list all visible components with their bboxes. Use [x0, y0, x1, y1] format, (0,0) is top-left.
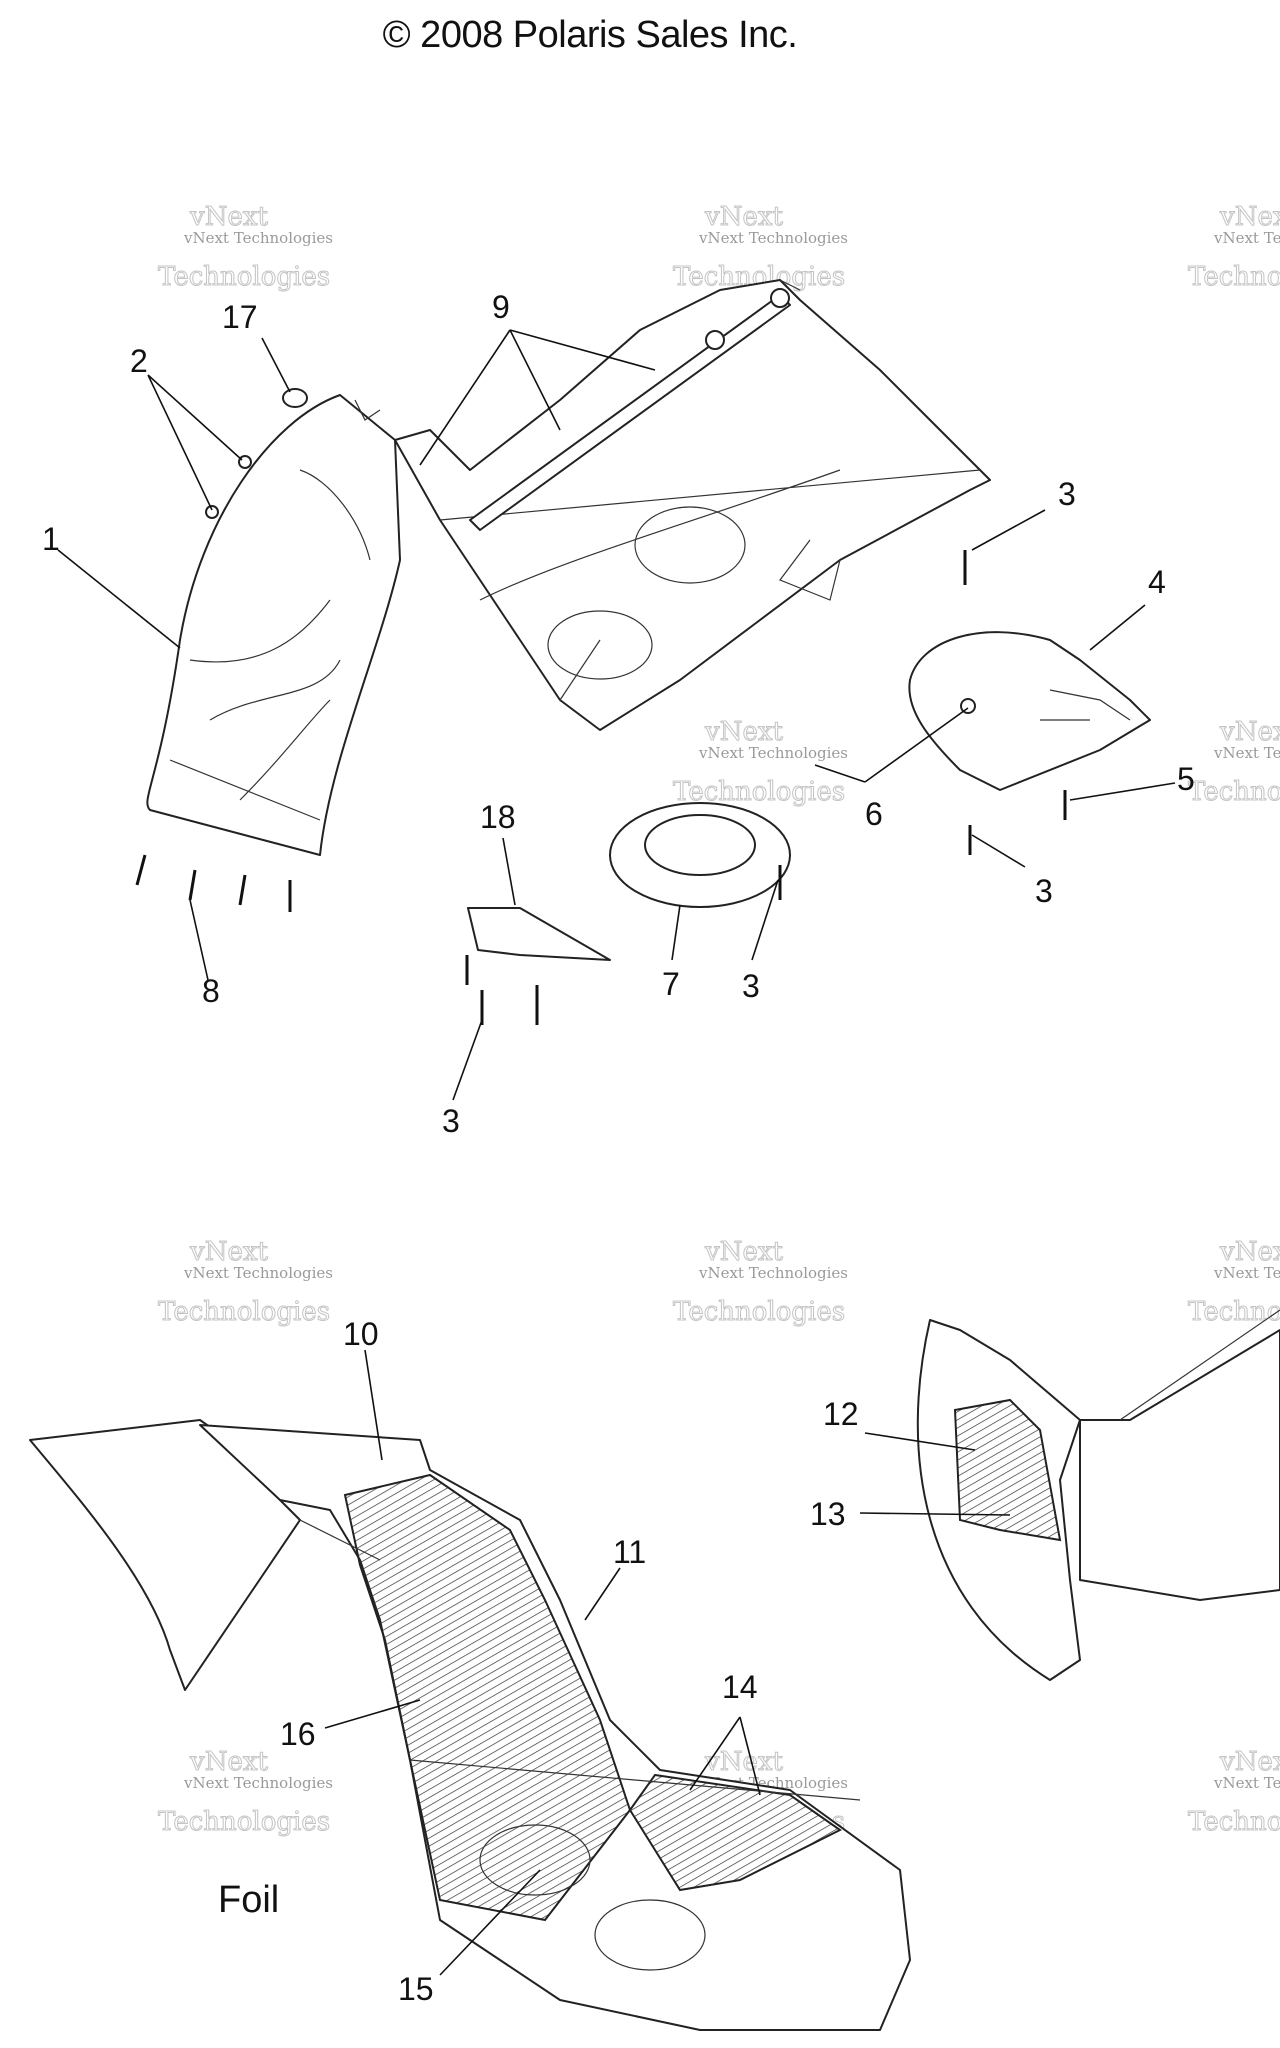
callout-16: 16 — [280, 1716, 316, 1752]
watermark-text: vNext Technologies — [183, 229, 333, 247]
callout-12: 12 — [823, 1396, 859, 1432]
callout-3: 3 — [742, 968, 760, 1004]
watermark-text: vNext Technologies — [698, 229, 848, 247]
watermark-text: vNext Technologies — [1213, 229, 1280, 247]
watermark-text: vNext — [189, 1747, 268, 1777]
callout-9: 9 — [492, 289, 510, 325]
watermark-text: Technologies — [158, 1807, 330, 1837]
foil-label: Foil — [218, 1879, 279, 1921]
watermark-text: Technologies — [1188, 1807, 1280, 1837]
callout-14: 14 — [722, 1669, 758, 1705]
watermark: vNext vNext Technologies Technologies — [1188, 1237, 1280, 1328]
foil-side-panel-right — [916, 1309, 1280, 1681]
watermark-text: vNext — [1219, 717, 1280, 747]
callout-10: 10 — [343, 1316, 379, 1352]
watermark-text: Technologies — [158, 1297, 330, 1327]
copyright-notice: © 2008 Polaris Sales Inc. — [382, 14, 798, 56]
watermark-text: vNext Technologies — [698, 744, 848, 762]
callout-6: 6 — [865, 796, 883, 832]
part-9-floor-pan — [394, 279, 991, 731]
watermark-text: vNext — [1219, 1747, 1280, 1777]
watermark-text: vNext — [704, 202, 783, 232]
callout-13: 13 — [810, 1496, 846, 1532]
watermark: vNext vNext Technologies Technologies — [158, 1747, 334, 1838]
watermark-text: Technologies — [158, 262, 330, 292]
watermark-text: Technologies — [1188, 1297, 1280, 1327]
watermark: vNext vNext Technologies Technologies — [158, 1237, 334, 1328]
callout-5: 5 — [1177, 761, 1195, 797]
watermark-text: vNext Technologies — [698, 1264, 848, 1282]
callout-15: 15 — [398, 1971, 434, 2007]
watermark-text: vNext — [1219, 1237, 1280, 1267]
part-7-gasket — [609, 802, 791, 908]
watermark-text: Technologies — [1188, 777, 1280, 807]
watermark-text: vNext Technologies — [1213, 1264, 1280, 1282]
fasteners-top — [135, 550, 1067, 1025]
leader-lines-bottom — [324, 1349, 1011, 1976]
callout-3: 3 — [442, 1103, 460, 1139]
callout-2: 2 — [130, 343, 148, 379]
callout-17: 17 — [222, 299, 258, 335]
watermark-text: vNext — [189, 202, 268, 232]
watermark-text: vNext — [704, 717, 783, 747]
part-18-bracket — [467, 907, 611, 961]
part-1-side-panel — [146, 394, 401, 856]
watermark: vNext vNext Technologies Technologies — [1188, 717, 1280, 808]
callout-11: 11 — [613, 1534, 646, 1570]
foil-floor-assembly — [29, 1419, 911, 2031]
watermark-text: vNext Technologies — [183, 1774, 333, 1792]
watermarks: vNext vNext Technologies Technologies vN… — [158, 202, 1280, 1838]
watermark-text: vNext Technologies — [183, 1264, 333, 1282]
callout-18: 18 — [480, 799, 516, 835]
part-4-panel — [908, 631, 1151, 791]
watermark-text: Technologies — [1188, 262, 1280, 292]
watermark-text: vNext — [189, 1237, 268, 1267]
watermark: vNext vNext Technologies Technologies — [1188, 202, 1280, 293]
callout-4: 4 — [1148, 564, 1166, 600]
watermark-text: vNext Technologies — [1213, 1774, 1280, 1792]
callout-7: 7 — [662, 966, 680, 1002]
watermark-text: vNext Technologies — [1213, 744, 1280, 762]
watermark: vNext vNext Technologies Technologies — [158, 202, 334, 293]
callout-3: 3 — [1058, 476, 1076, 512]
callout-1: 1 — [42, 521, 60, 557]
watermark: vNext vNext Technologies Technologies — [673, 202, 849, 293]
watermark: vNext vNext Technologies Technologies — [673, 1237, 849, 1328]
watermark: vNext vNext Technologies Technologies — [1188, 1747, 1280, 1838]
callout-8: 8 — [202, 973, 220, 1009]
watermark-text: vNext — [704, 1237, 783, 1267]
callout-3: 3 — [1035, 873, 1053, 909]
leader-lines-top — [57, 329, 1176, 1101]
part-17-ring — [282, 388, 308, 408]
watermark-text: Technologies — [673, 1297, 845, 1327]
part-9-rail — [469, 288, 791, 531]
watermark: vNext vNext Technologies Technologies — [673, 717, 849, 808]
watermark-text: vNext — [1219, 202, 1280, 232]
callouts: 1 2 17 9 3 4 5 6 3 18 7 3 8 3 10 11 12 1… — [42, 289, 1195, 2007]
